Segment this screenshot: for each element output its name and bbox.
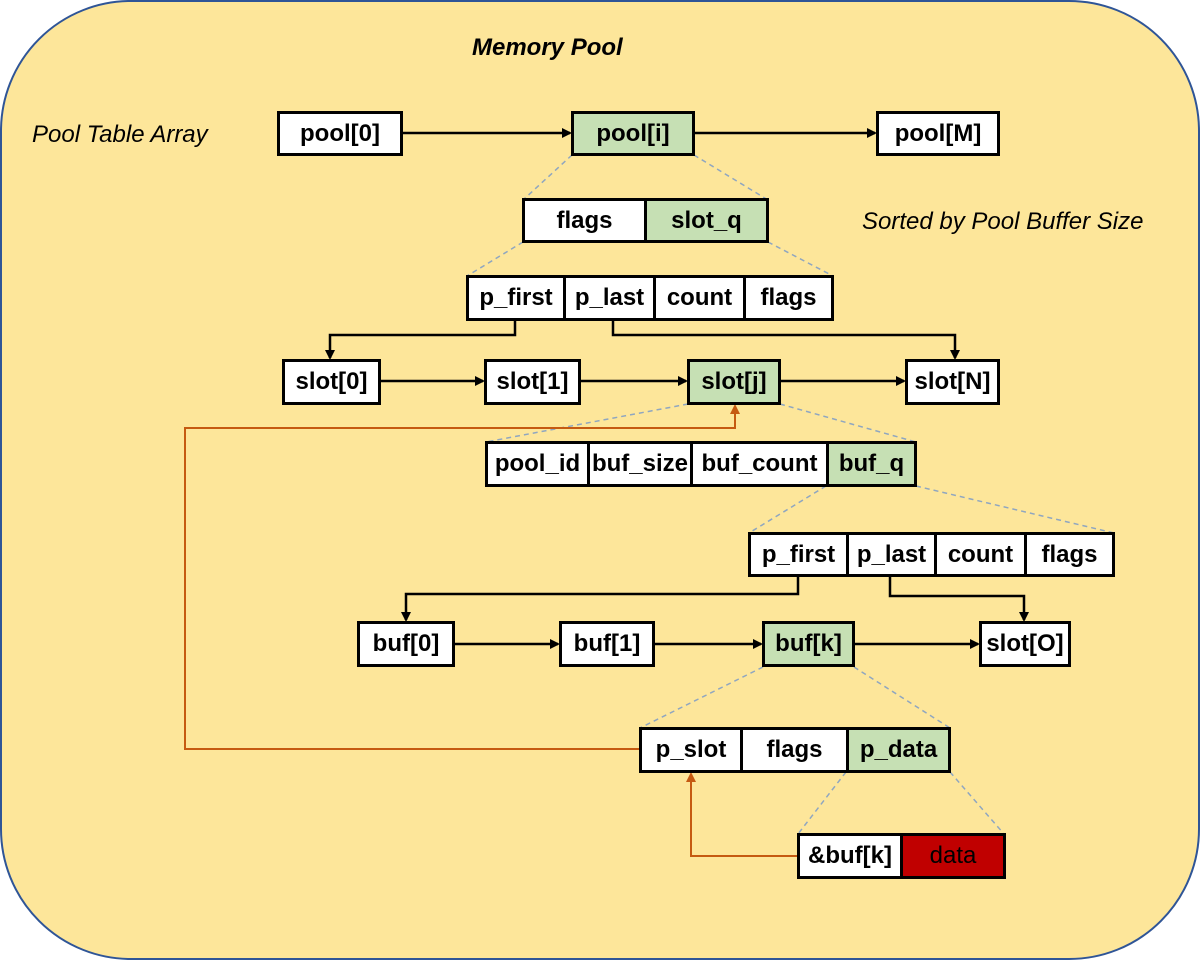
buf-0-box: buf[0] [357,621,455,667]
buf-queue-flags: flags [1024,532,1115,577]
diagram-title: Memory Pool [472,34,623,61]
slot-queue-p-first: p_first [466,275,566,321]
dash-slotq-left [466,241,524,277]
slot-struct-buf-size: buf_size [587,441,693,487]
buf-queue-p-last: p_last [846,532,937,577]
dash-pooli-right [693,154,769,201]
slot-queue-flags: flags [743,275,834,321]
arrow-plast-to-slotN [611,320,960,360]
sorted-by-label: Sorted by Pool Buffer Size [862,208,1144,235]
slot-0-box: slot[0] [282,359,381,405]
dash-slotj-right [779,403,917,443]
arrow-plast-to-slotO [888,576,1029,622]
back-pointer-pslot-to-slotj [184,404,740,750]
back-pointer-bufk-to-pslot [686,772,798,857]
slot-struct-buf-count: buf_count [690,441,829,487]
slot-queue-p-last: p_last [563,275,656,321]
data-block-data: data [900,833,1006,879]
slot-1-box: slot[1] [484,359,581,405]
dash-slotq-right [767,241,834,277]
pool-slot-q-field: slot_q [644,198,769,243]
pool-table-array-label: Pool Table Array [32,121,208,148]
pool-m-box: pool[M] [876,111,1000,156]
data-block-buf-ref: &buf[k] [797,833,903,879]
pool-i-box: pool[i] [571,111,695,156]
pool-flags-field: flags [522,198,647,243]
buf-struct-flags: flags [740,727,849,773]
slot-struct-buf-q: buf_q [826,441,917,487]
buf-1-box: buf[1] [559,621,655,667]
buf-struct-p-slot: p_slot [639,727,743,773]
slot-j-box: slot[j] [687,359,781,405]
dash-bufq-left [748,485,827,534]
slot-o-box: slot[O] [979,621,1071,667]
dash-pdata-right [949,771,1005,835]
buf-struct-p-data: p_data [846,727,951,773]
dash-bufq-right [915,485,1115,534]
arrow-pfirst-to-buf0 [401,576,800,622]
dash-bufk-left [639,666,764,729]
pool-0-box: pool[0] [277,111,403,156]
slot-struct-pool-id: pool_id [485,441,590,487]
dash-pooli-left [522,154,573,201]
dash-slotj-left [485,403,689,443]
buf-queue-p-first: p_first [748,532,849,577]
dash-bufk-right [853,666,951,729]
buf-k-box: buf[k] [762,621,855,667]
buf-queue-count: count [934,532,1027,577]
arrow-pfirst-to-slot0 [325,320,517,360]
slot-queue-count: count [653,275,746,321]
slot-n-box: slot[N] [905,359,1000,405]
dash-pdata-left [797,771,847,835]
